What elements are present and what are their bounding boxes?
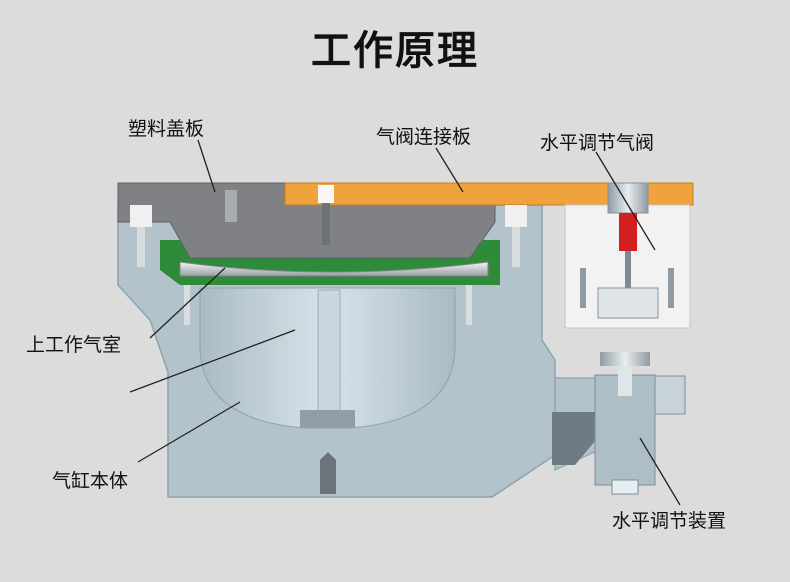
level-device-cap xyxy=(600,352,650,366)
right-bolt-head xyxy=(505,205,527,227)
left-bolt-head xyxy=(130,205,152,227)
diaphragm xyxy=(179,261,489,277)
label-cylinder-body: 气缸本体 xyxy=(52,470,129,492)
label-upper-chamber: 上工作气室 xyxy=(26,334,122,356)
label-level-device: 水平调节装置 xyxy=(612,510,727,532)
leader-lines xyxy=(129,139,681,506)
bottom-bolt xyxy=(320,452,336,494)
valve-pin-left xyxy=(580,268,586,308)
valve-pin-right xyxy=(668,268,674,308)
label-level-valve: 水平调节气阀 xyxy=(540,132,655,154)
level-device-bottom xyxy=(611,479,639,495)
valve-stem xyxy=(625,251,631,291)
right-bolt xyxy=(512,227,520,267)
valve-piston xyxy=(619,213,637,251)
plate-screw xyxy=(318,185,334,203)
cover-bolt xyxy=(225,190,237,222)
level-device-stem xyxy=(618,366,632,396)
label-valve-plate: 气阀连接板 xyxy=(376,126,472,148)
left-stud xyxy=(184,285,190,325)
valve-base xyxy=(597,287,659,319)
label-plastic-cover: 塑料盖板 xyxy=(128,118,205,140)
plate-screw-shaft xyxy=(322,203,330,245)
valve-head xyxy=(607,182,649,214)
left-bolt xyxy=(137,227,145,267)
right-stud xyxy=(466,285,472,325)
center-shaft xyxy=(317,289,341,419)
outlet-nozzle xyxy=(552,412,606,465)
bottom-recess xyxy=(300,410,355,428)
page-title: 工作原理 xyxy=(311,28,479,74)
valve-plate xyxy=(284,182,694,206)
level-device-side xyxy=(654,375,686,415)
